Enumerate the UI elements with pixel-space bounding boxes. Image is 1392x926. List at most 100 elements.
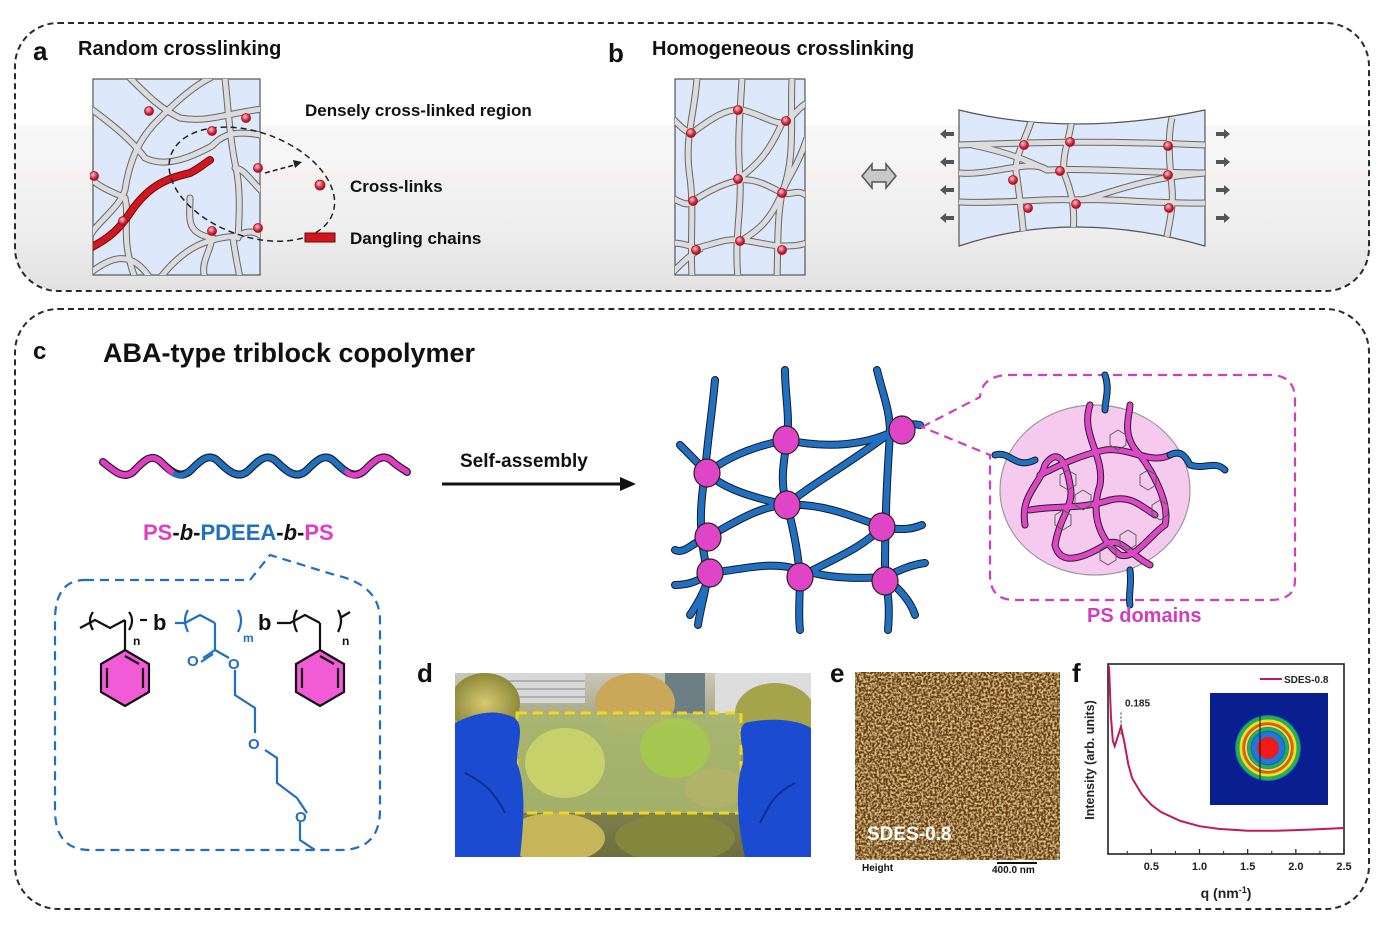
panel-b-title: Homogeneous crosslinking [652,38,915,60]
separator: - [172,520,180,545]
afm-scale-bar [997,862,1037,864]
panel-f-letter: f [1072,658,1081,688]
chemical-structure-callout: n b O O O O m b n [53,553,382,852]
x-tick-label: 1.0 [1192,861,1207,873]
crosslink [777,188,787,198]
bottom-panel-frame [14,308,1370,910]
styrene-unit-left [79,611,151,708]
afm-sample-label: SDES-0.8 [867,824,951,845]
x-tick-label: 0.5 [1144,861,1159,873]
saxs-series-line [1108,665,1345,832]
panel-c-letter: c [33,338,47,365]
x-axis-label: q (nm-1) [1201,885,1252,901]
crosslink [1008,175,1018,185]
ps-domain-node [693,458,721,488]
polymer-name: PS-b-PDEEA-b-PS [143,520,334,546]
crosslink [241,113,251,123]
crosslink [1065,137,1075,147]
crosslink [1164,203,1174,213]
separator: - [276,520,284,545]
pdeea-unit [175,609,316,851]
crosslink [207,126,217,136]
saxs-2d-pattern-inset [1210,693,1328,805]
arrow-head [293,160,302,168]
separator: - [193,520,201,545]
saxs-chart: 0.5 1.0 1.5 2.0 2.5 0.185 SDES-0.8 Intensity… [1083,663,1352,901]
ps-domain-node [694,522,722,552]
legend-label: SDES-0.8 [1284,675,1329,686]
crosslink [688,196,698,206]
crosslink [733,174,743,184]
random-network-diagram [90,78,336,276]
homogeneous-network-diagram [674,78,1230,276]
oxygen-label: O [248,736,260,753]
triblock-chain-icon [99,453,411,479]
crosslink [686,128,696,138]
panel-a-title: Random crosslinking [78,38,282,60]
crosslink [735,236,745,246]
styrene-unit-right [277,609,351,708]
block-italic: b [283,520,298,545]
ps-domain-node [772,425,800,455]
crosslink [207,226,217,236]
reversible-stretch-arrow-icon [861,161,897,191]
repeat-n-label: n [133,634,140,648]
ps-domain-node [786,562,814,592]
panel-b-letter: b [608,38,624,68]
ps-domain-node [871,566,899,596]
crosslink [691,245,701,255]
separator: - [297,520,305,545]
block-link-b: b [153,610,166,635]
x-tick-label: 2.0 [1288,861,1303,873]
phenyl-rings [1054,429,1169,566]
legend-cross-links-label: Cross-links [350,177,443,196]
crosslink [1163,141,1173,151]
pull-arrows-left [940,129,954,223]
crosslink [1019,140,1029,150]
crosslink [781,116,791,126]
crosslink [1023,203,1033,213]
ps-block-label: PS [304,520,334,545]
block-italic: b [179,520,194,545]
panel-d-letter: d [417,658,433,688]
oxygen-label: O [187,653,199,670]
self-assembly-label: Self-assembly [460,451,588,472]
x-tick-label: 1.5 [1240,861,1255,873]
crosslink [253,163,263,173]
crosslink [253,223,263,233]
ps-domain-node [773,490,801,520]
ps-block-label: PS [143,520,173,545]
dense-region-label: Densely cross-linked region [305,101,532,120]
y-axis-label: Intensity (arb. units) [1083,700,1097,819]
self-assembly-arrow-icon [442,477,636,491]
left-gloved-hand [455,712,524,857]
right-gloved-hand [737,719,811,857]
oxygen-label: O [228,656,240,673]
crosslink [118,216,128,226]
pdeea-block-label: PDEEA [200,520,277,545]
crosslink [1055,166,1065,176]
afm-channel-label: Height [862,863,894,874]
afm-scale-bar-label: 400.0 nm [992,865,1035,876]
afm-height-image: SDES-0.8 [855,672,1060,860]
ps-domain-node [868,512,896,542]
ps-domain-node [696,558,724,588]
domain-zoom-callout [919,373,1297,602]
crosslink [1071,199,1081,209]
panel-a-letter: a [33,36,48,66]
peak-annotation: 0.185 [1125,699,1150,710]
top-panel-frame [14,22,1370,292]
crosslink [144,106,154,116]
crosslink [777,245,787,255]
x-tick-label: 2.5 [1336,861,1351,873]
legend-dangling-chains-label: Dangling chains [350,229,482,248]
transparent-film-photo [455,673,811,857]
ps-domains-label: PS domains [1087,605,1202,627]
crosslink-dot-icon [314,179,326,191]
crosslink [90,171,99,181]
self-assembled-network-diagram [671,366,1297,634]
oxygen-label: O [295,809,307,826]
crosslink [1163,170,1173,180]
repeat-n-label: n [342,634,349,648]
panel-c-title: ABA-type triblock copolymer [103,338,476,368]
